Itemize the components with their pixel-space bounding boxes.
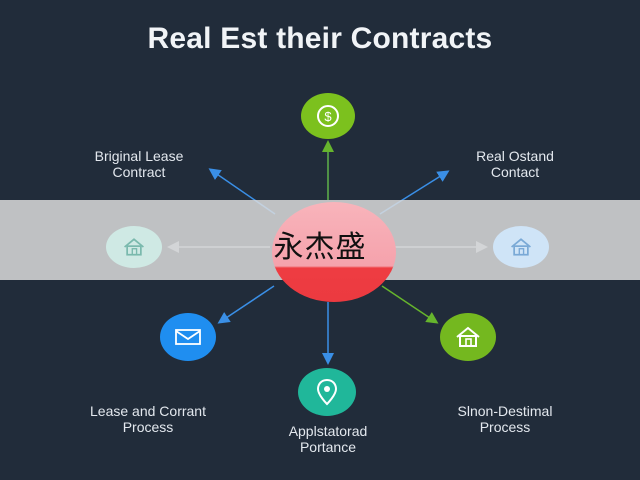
node-bottom-right-house [440,313,496,361]
central-hub [272,202,396,302]
node-bottom-left-mail [160,313,216,361]
house-icon [511,238,531,256]
location-pin-icon [316,378,338,406]
watermark-text: 永杰盛 [273,230,367,265]
label-bottom-left: Lease and Corrant Process [90,403,206,435]
label-bottom-right: Slnon-Destimal Process [457,403,553,435]
house-icon [456,326,480,347]
dollar-icon: $ [317,105,339,127]
label-top-left: Briginal Lease Contract [94,148,184,180]
label-bottom: Applstatorad Portance [288,423,368,455]
node-left-house [106,226,162,268]
arrow-to-bottom-left [217,285,275,324]
node-top-dollar: $ [301,93,355,139]
node-right-house [493,226,549,268]
arrow-to-bottom-right [381,285,439,324]
mail-icon [175,329,201,345]
node-bottom-pin [298,368,356,416]
house-icon [124,238,144,256]
diagram-title: Real Est their Contracts [147,22,493,55]
label-top-right: Real Ostand Contact [476,148,554,180]
svg-text:$: $ [324,109,332,124]
